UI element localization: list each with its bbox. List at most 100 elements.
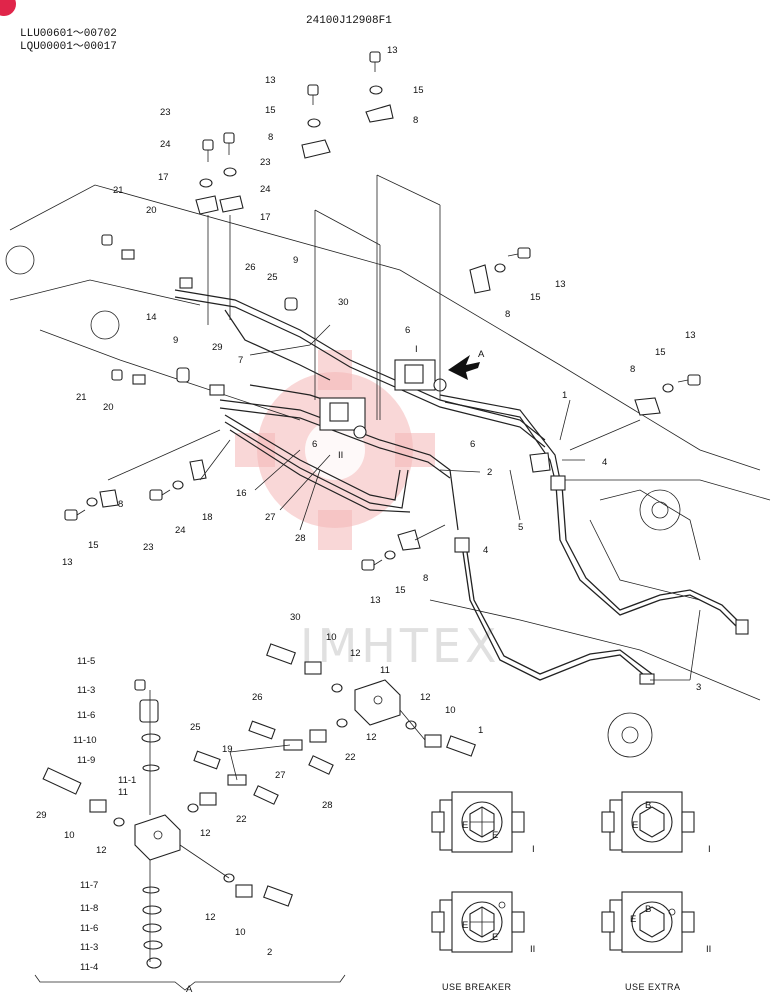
callout-4a: 4	[602, 457, 607, 468]
callout-20a: 20	[146, 205, 157, 216]
callout-21a: 21	[113, 185, 124, 196]
callout-13b: 13	[265, 75, 276, 86]
callout-24c: 24	[175, 525, 186, 536]
detail-A	[34, 643, 476, 991]
caption-use-extra: USE EXTRA	[625, 982, 681, 992]
callout-15d: 15	[655, 347, 666, 358]
detailA-callout-11b: 11	[118, 787, 128, 798]
callout-8f: 8	[423, 573, 428, 584]
callout-23b: 23	[260, 157, 271, 168]
drawing-number: 24100J12908F1	[306, 15, 392, 27]
detailA-callout-30: 30	[290, 612, 301, 623]
callout-II: II	[338, 450, 343, 461]
callout-29: 29	[212, 342, 223, 353]
valve-view-extra-II: B E II	[601, 891, 711, 955]
detailA-callout-11-9: 11-9	[77, 755, 95, 766]
callout-1: 1	[562, 390, 567, 401]
detailA-callout-11-4: 11-4	[80, 962, 98, 973]
watermark-logo: IMHTEX	[235, 350, 501, 673]
callout-8d: 8	[630, 364, 635, 375]
detailA-callout-27: 27	[275, 770, 286, 781]
clamp-parts	[99, 104, 661, 551]
callout-8c: 8	[505, 309, 510, 320]
detailA-callout-12f: 12	[205, 912, 216, 923]
detailA-callout-29: 29	[36, 810, 47, 821]
callout-15c: 15	[530, 292, 541, 303]
callout-24b: 24	[260, 184, 271, 195]
callout-2: 2	[487, 467, 492, 478]
corner-badge	[0, 0, 16, 16]
callout-16: 16	[236, 488, 247, 499]
detailA-callout-10d: 10	[235, 927, 246, 938]
arrow-A	[448, 355, 480, 380]
detailA-callout-12d: 12	[96, 845, 107, 856]
detailA-callout-12c: 12	[366, 732, 377, 743]
callout-28: 28	[295, 533, 306, 544]
detailA-callout-10c: 10	[64, 830, 75, 841]
callout-17a: 17	[158, 172, 169, 183]
callout-30: 30	[338, 297, 349, 308]
valve-view-breaker-II: E E II	[431, 891, 535, 955]
detailA-callout-11-5: 11-5	[77, 656, 95, 667]
detailA-callout-11-6b: 11-6	[80, 923, 98, 934]
detailA-callout-11-1: 11-1	[118, 775, 136, 786]
callout-23c: 23	[143, 542, 154, 553]
port-E-2: E	[492, 830, 498, 841]
callout-24a: 24	[160, 139, 171, 150]
callout-5: 5	[518, 522, 523, 533]
detailA-callout-28: 28	[322, 800, 333, 811]
detailA-callout-10a: 10	[326, 632, 337, 643]
callout-23a: 23	[160, 107, 171, 118]
detailA-callout-11-3b: 11-3	[80, 942, 98, 953]
detailA-callout-11-3a: 11-3	[77, 685, 95, 696]
callout-8e: 8	[118, 499, 123, 510]
detailA-callout-25: 25	[190, 722, 201, 733]
callout-15b: 15	[265, 105, 276, 116]
callout-9a: 9	[293, 255, 298, 266]
detail-A-callouts: 30 10 12 11 12 10 1 12 22 26 19 25 27 28…	[36, 612, 483, 995]
callout-3: 3	[696, 682, 701, 693]
callout-20b: 20	[103, 402, 114, 413]
detailA-callout-11-8: 11-8	[80, 903, 98, 914]
detailA-callout-1: 1	[478, 725, 483, 736]
roman-I-right: I	[708, 844, 711, 855]
port-E-5: E	[492, 932, 498, 943]
watermark-text: IMHTEX	[300, 619, 501, 673]
detailA-callout-12a: 12	[350, 648, 361, 659]
bolts-washers	[64, 51, 701, 571]
roman-II-left: II	[530, 944, 535, 955]
port-B-1: B	[645, 800, 651, 811]
callout-I-top: I	[415, 344, 418, 355]
caption-use-breaker: USE BREAKER	[442, 982, 512, 992]
callout-25: 25	[267, 272, 278, 283]
main-callouts: 13 15 8 13 15 8 23 24 17 23 24 17 21 20 …	[62, 45, 701, 693]
callout-14: 14	[146, 312, 157, 323]
detailA-callout-11-7: 11-7	[80, 880, 98, 891]
port-B-2: B	[645, 904, 651, 915]
valve-view-breaker-I: E E I	[431, 791, 535, 855]
callout-4b: 4	[483, 545, 488, 556]
detailA-callout-22b: 22	[236, 814, 247, 825]
valve-II	[319, 397, 367, 439]
detailA-callout-11-10: 11-10	[73, 735, 97, 746]
detailA-callout-22a: 22	[345, 752, 356, 763]
callout-13f: 13	[370, 595, 381, 606]
detailA-callout-12b: 12	[420, 692, 431, 703]
serial-range-2: LQU00001～00017	[20, 41, 117, 53]
port-E-3: E	[632, 820, 638, 831]
callout-15e: 15	[88, 540, 99, 551]
callout-6b: 6	[312, 439, 317, 450]
callout-A: A	[478, 349, 485, 360]
leader-lines	[107, 174, 701, 681]
callout-17b: 17	[260, 212, 271, 223]
callout-13e: 13	[62, 557, 73, 568]
callout-26: 26	[245, 262, 256, 273]
callout-15a: 15	[413, 85, 424, 96]
detailA-callout-11: 11	[380, 665, 390, 676]
port-E-4: E	[462, 920, 468, 931]
callout-27: 27	[265, 512, 276, 523]
port-E-6: E	[630, 914, 636, 925]
callout-8a: 8	[413, 115, 418, 126]
detailA-callout-2: 2	[267, 947, 272, 958]
